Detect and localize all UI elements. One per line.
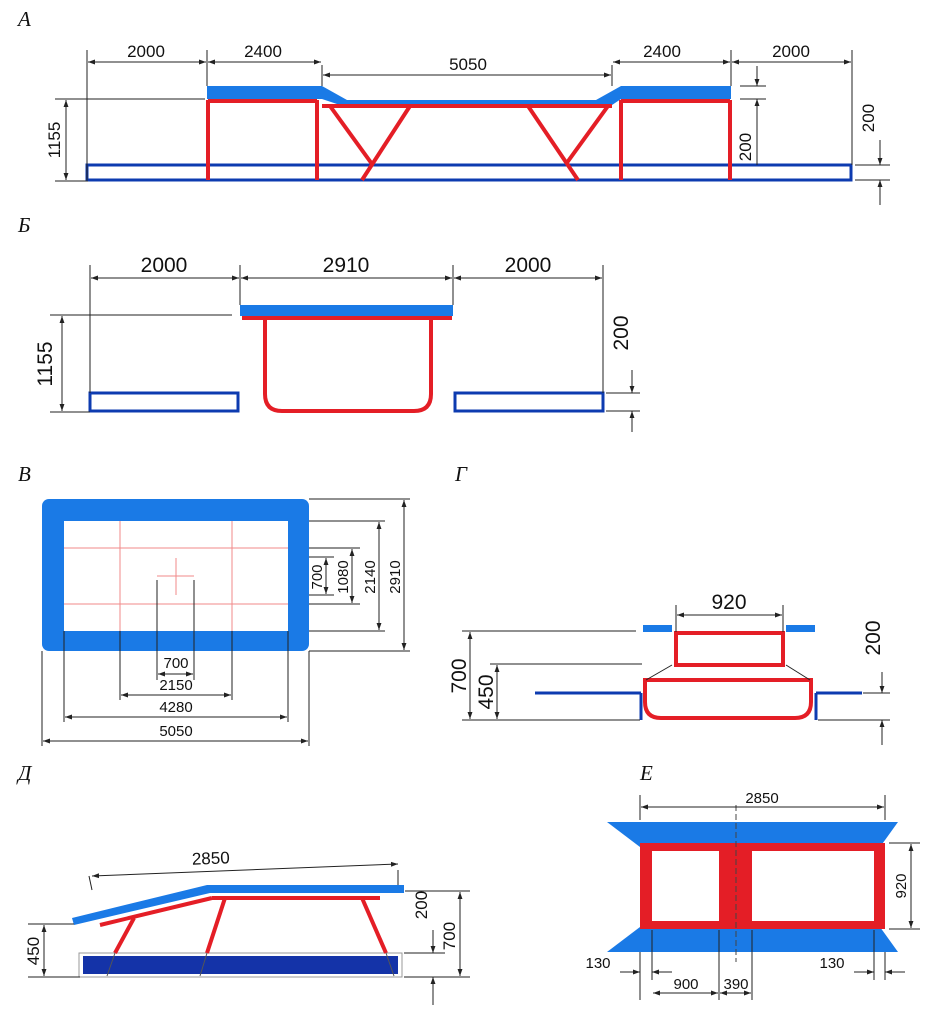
dim-e-length: 2850 bbox=[745, 790, 778, 807]
floor-mat-outline bbox=[85, 163, 853, 182]
panel-b-dimensions bbox=[50, 265, 640, 432]
dim-b-center: 2910 bbox=[323, 254, 370, 277]
top-padding bbox=[240, 305, 453, 316]
panel-e-label: Е bbox=[639, 761, 653, 785]
dim-g-height-700: 700 bbox=[448, 658, 471, 693]
mat-outline bbox=[535, 691, 862, 720]
dim-g-height-450: 450 bbox=[475, 674, 498, 709]
panel-a-label: А bbox=[16, 7, 31, 31]
dim-v-h1080: 1080 bbox=[335, 560, 352, 593]
dim-v-w700: 700 bbox=[163, 655, 188, 672]
dim-a-left-bed: 2400 bbox=[244, 42, 282, 61]
right-top-padding bbox=[786, 625, 815, 632]
dim-g-top-width: 920 bbox=[711, 591, 746, 614]
panel-g-label: Г bbox=[454, 462, 468, 486]
panel-d-side-profile: Д 2850 bbox=[16, 761, 470, 1005]
top-padding bbox=[207, 86, 731, 105]
dim-d-h700: 700 bbox=[440, 922, 459, 950]
trampoline-frame bbox=[206, 99, 732, 182]
dim-d-length: 2850 bbox=[191, 848, 230, 869]
dim-a-right-height: 200 bbox=[859, 104, 878, 132]
panel-e-dimensions bbox=[620, 795, 920, 1000]
panel-d-dimensions bbox=[28, 861, 470, 1005]
trampoline-frame bbox=[99, 896, 388, 954]
dim-a-right-bed: 2400 bbox=[643, 42, 681, 61]
panel-v-dimensions bbox=[41, 498, 410, 746]
dim-b-right-end: 2000 bbox=[505, 254, 552, 277]
dim-e-width: 920 bbox=[893, 873, 910, 898]
top-padding bbox=[607, 822, 898, 847]
dim-v-w5050: 5050 bbox=[159, 723, 192, 740]
trampoline-frame bbox=[242, 316, 452, 413]
frame-feet bbox=[106, 952, 395, 977]
panel-d-label: Д bbox=[16, 761, 33, 785]
panel-g-section-view: Г 920 700 bbox=[448, 462, 890, 745]
dim-a-left-end: 2000 bbox=[127, 42, 165, 61]
dim-v-h2140: 2140 bbox=[362, 560, 379, 593]
dim-g-mat-200: 200 bbox=[862, 620, 885, 655]
bed-marking-lines bbox=[64, 521, 288, 631]
left-top-padding bbox=[643, 625, 672, 632]
dim-v-h2910: 2910 bbox=[387, 560, 404, 593]
right-mat-outline bbox=[453, 391, 605, 413]
dim-e-w900: 900 bbox=[673, 976, 698, 993]
panel-v-plan-view: В bbox=[18, 462, 410, 746]
trampoline-frame bbox=[643, 631, 813, 720]
panel-v-label: В bbox=[18, 462, 31, 486]
dim-v-w4280: 4280 bbox=[159, 699, 192, 716]
panel-b-label: Б bbox=[17, 213, 30, 237]
floor-mat bbox=[83, 956, 398, 974]
dim-b-mat-height: 200 bbox=[610, 315, 633, 350]
frame-opening-left bbox=[652, 851, 719, 921]
dim-v-w2150: 2150 bbox=[159, 677, 192, 694]
panel-a-side-view: А bbox=[16, 7, 890, 205]
dim-b-height: 1155 bbox=[34, 341, 57, 386]
dim-a-right-end: 2000 bbox=[772, 42, 810, 61]
dim-a-height: 1155 bbox=[45, 122, 64, 159]
frame-opening-right bbox=[752, 851, 874, 921]
dim-b-left-end: 2000 bbox=[141, 254, 188, 277]
left-mat-outline bbox=[88, 391, 240, 413]
dim-a-center: 5050 bbox=[449, 55, 487, 74]
panel-g-dimensions bbox=[462, 605, 890, 745]
panel-e-top-plan: Е 2850 920 130 90 bbox=[585, 761, 920, 1000]
top-padding bbox=[72, 885, 404, 925]
panel-b-end-view: Б 2000 2910 2000 1155 200 bbox=[17, 213, 640, 432]
dim-a-mat-height: 200 bbox=[736, 133, 755, 161]
dim-v-h700: 700 bbox=[309, 564, 326, 589]
dim-e-right-130: 130 bbox=[819, 955, 844, 972]
dim-d-h200: 200 bbox=[412, 891, 431, 919]
dim-d-h450: 450 bbox=[24, 937, 43, 965]
dim-e-w390: 390 bbox=[723, 976, 748, 993]
panel-a-dimensions bbox=[55, 50, 890, 205]
dim-e-left-130: 130 bbox=[585, 955, 610, 972]
